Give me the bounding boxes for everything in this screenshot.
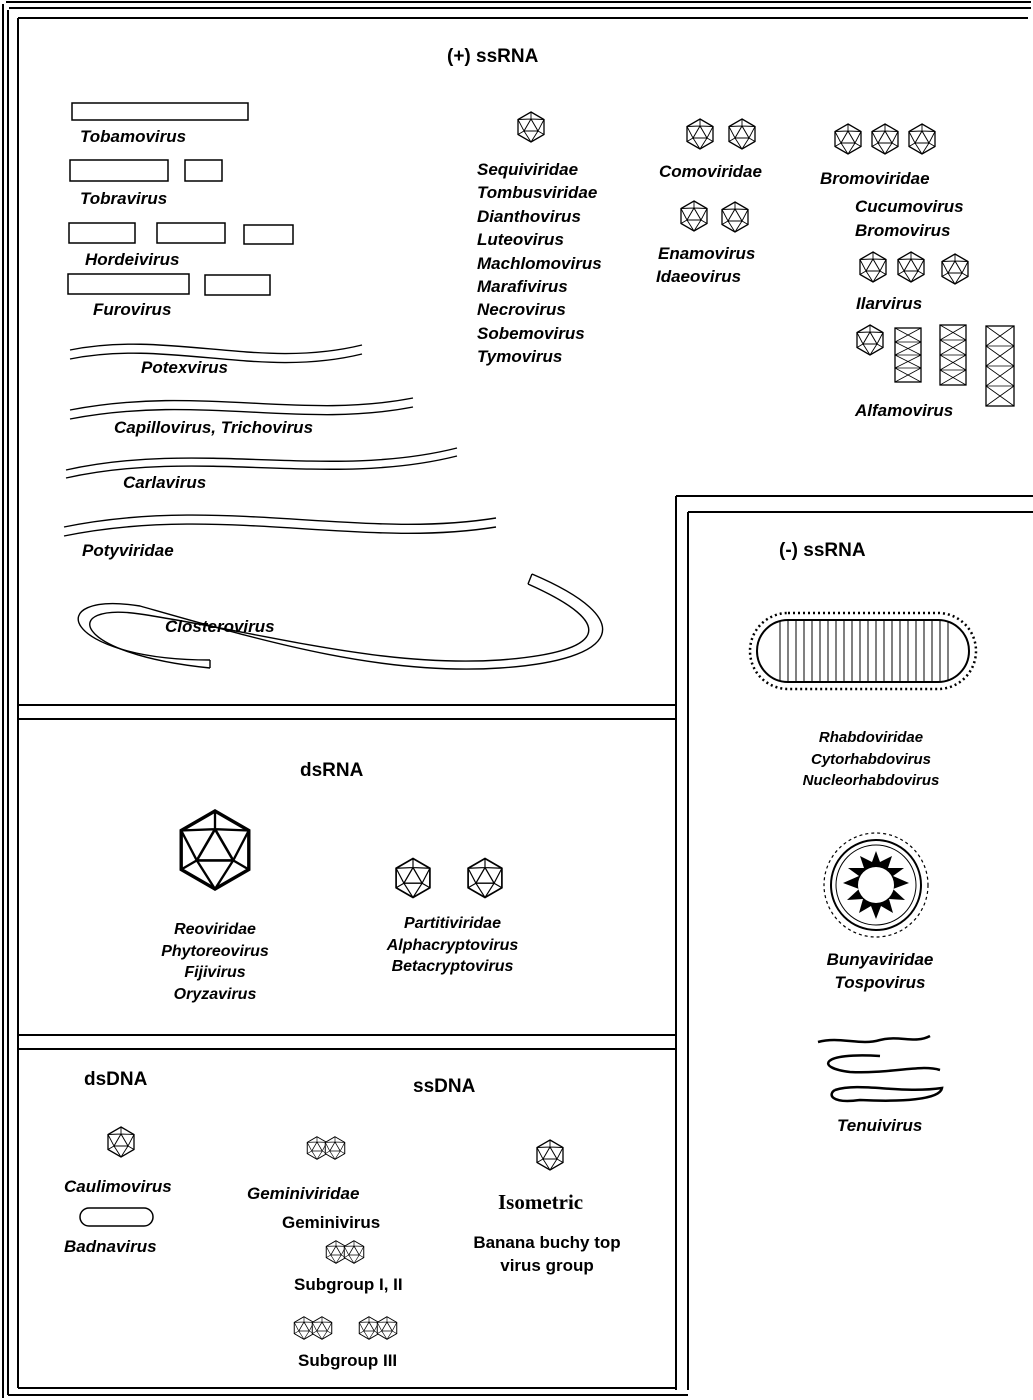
oryzavirus-label: Oryzavirus — [173, 986, 257, 1004]
banana-bunchy-top-label: Banana buchy top — [473, 1233, 621, 1252]
alfamovirus-label: Alfamovirus — [855, 401, 954, 420]
necrovirus-label: Necrovirus — [477, 300, 566, 320]
rhabdoviridae-label: Rhabdoviridae — [818, 729, 924, 746]
bunya-particle — [823, 832, 929, 938]
reoviridae-label: Reoviridae — [174, 921, 256, 938]
filament-shapes — [63, 343, 604, 670]
sequiviridae-label: Sequiviridae — [477, 160, 579, 179]
rhabdoviridae-labels: Rhabdoviridae Cytorhabdovirus Nucleorhab… — [776, 727, 966, 792]
dsdna-title: dsDNA — [84, 1069, 148, 1090]
reoviridae-labels: Reoviridae Phytoreovirus Fijivirus Oryza… — [130, 919, 300, 1006]
alphacryptovirus-label: Alphacryptovirus — [386, 936, 519, 954]
isometric-genera-list: Sequiviridae Tombusviridae Dianthovirus … — [477, 158, 602, 369]
cytorhabdovirus-label: Cytorhabdovirus — [810, 750, 931, 768]
dianthovirus-label: Dianthovirus — [477, 206, 581, 226]
caulimovirus-label: Caulimovirus — [64, 1177, 172, 1196]
bromovirus-label: Bromovirus — [855, 221, 951, 240]
ilarvirus-label: Ilarvirus — [856, 294, 923, 313]
dsrna-particles — [179, 809, 503, 899]
virus-group-label: virus group — [500, 1256, 594, 1275]
isometric-label: Isometric — [498, 1190, 584, 1214]
tobravirus-rod-short — [184, 159, 223, 182]
bunyaviridae-label: Bunyaviridae — [826, 950, 934, 969]
plus-ssrna-title: (+) ssRNA — [447, 46, 539, 67]
ssrna-plus-particles — [517, 111, 1015, 407]
furovirus-label: Furovirus — [93, 300, 172, 319]
nucleorhabdovirus-label: Nucleorhabdovirus — [802, 772, 940, 789]
marafivirus-label: Marafivirus — [477, 277, 568, 297]
furovirus-rod-short — [204, 274, 271, 296]
enamovirus-label: Enamovirus — [658, 244, 756, 263]
potyviridae-label: Potyviridae — [82, 541, 174, 560]
tobamovirus-rod — [71, 102, 249, 121]
partitiviridae-label: Partitiviridae — [404, 915, 501, 932]
cucumovirus-label: Cucumovirus — [855, 197, 964, 216]
badnavirus-label: Badnavirus — [64, 1237, 157, 1256]
phytoreovirus-label: Phytoreovirus — [161, 942, 269, 960]
tobravirus-label: Tobravirus — [80, 189, 168, 208]
geminiviridae-label: Geminiviridae — [247, 1184, 360, 1203]
hordeivirus-rod-2 — [156, 222, 226, 244]
machlomovirus-label: Machlomovirus — [477, 253, 602, 273]
dna-particles — [79, 1126, 564, 1339]
subgroup-3-label: Subgroup III — [298, 1351, 398, 1370]
partitiviridae-labels: Partitiviridae Alphacryptovirus Betacryp… — [370, 913, 535, 978]
fijivirus-label: Fijivirus — [184, 964, 246, 982]
potexvirus-label: Potexvirus — [141, 358, 228, 377]
hordeivirus-label: Hordeivirus — [85, 250, 180, 269]
idaeovirus-label: Idaeovirus — [656, 267, 742, 286]
sobemovirus-label: Sobemovirus — [477, 323, 585, 343]
tobamovirus-label: Tobamovirus — [80, 127, 187, 146]
tospovirus-label: Tospovirus — [834, 973, 926, 992]
banana-bunchy-top-labels: Banana buchy top virus group — [452, 1231, 642, 1277]
hordeivirus-rod-1 — [68, 222, 136, 244]
bromoviridae-label: Bromoviridae — [820, 169, 930, 188]
closterovirus-label: Closterovirus — [165, 617, 275, 636]
ssdna-title: ssDNA — [413, 1076, 476, 1097]
bunyaviridae-labels: Bunyaviridae Tospovirus — [800, 948, 960, 994]
tenui-particles — [817, 1034, 944, 1103]
betacryptovirus-label: Betacryptovirus — [391, 958, 514, 975]
tymovirus-label: Tymovirus — [477, 347, 563, 367]
geminivirus-label: Geminivirus — [282, 1213, 381, 1232]
subgroup-1-2-label: Subgroup I, II — [294, 1275, 403, 1294]
dsrna-title: dsRNA — [300, 760, 364, 781]
minus-ssrna-title: (-) ssRNA — [779, 540, 866, 561]
tombusviridae-label: Tombusviridae — [477, 183, 598, 203]
rhabdo-particle — [748, 611, 978, 691]
furovirus-rod-long — [67, 273, 190, 295]
tenuivirus-label: Tenuivirus — [837, 1116, 923, 1135]
rod-shapes — [67, 102, 294, 296]
luteovirus-label: Luteovirus — [477, 230, 564, 250]
carlavirus-label: Carlavirus — [123, 473, 207, 492]
comoviridae-label: Comoviridae — [659, 162, 762, 181]
hordeivirus-rod-3 — [243, 224, 294, 245]
tobravirus-rod-long — [69, 159, 169, 182]
capillovirus-label: Capillovirus, Trichovirus — [114, 418, 314, 437]
